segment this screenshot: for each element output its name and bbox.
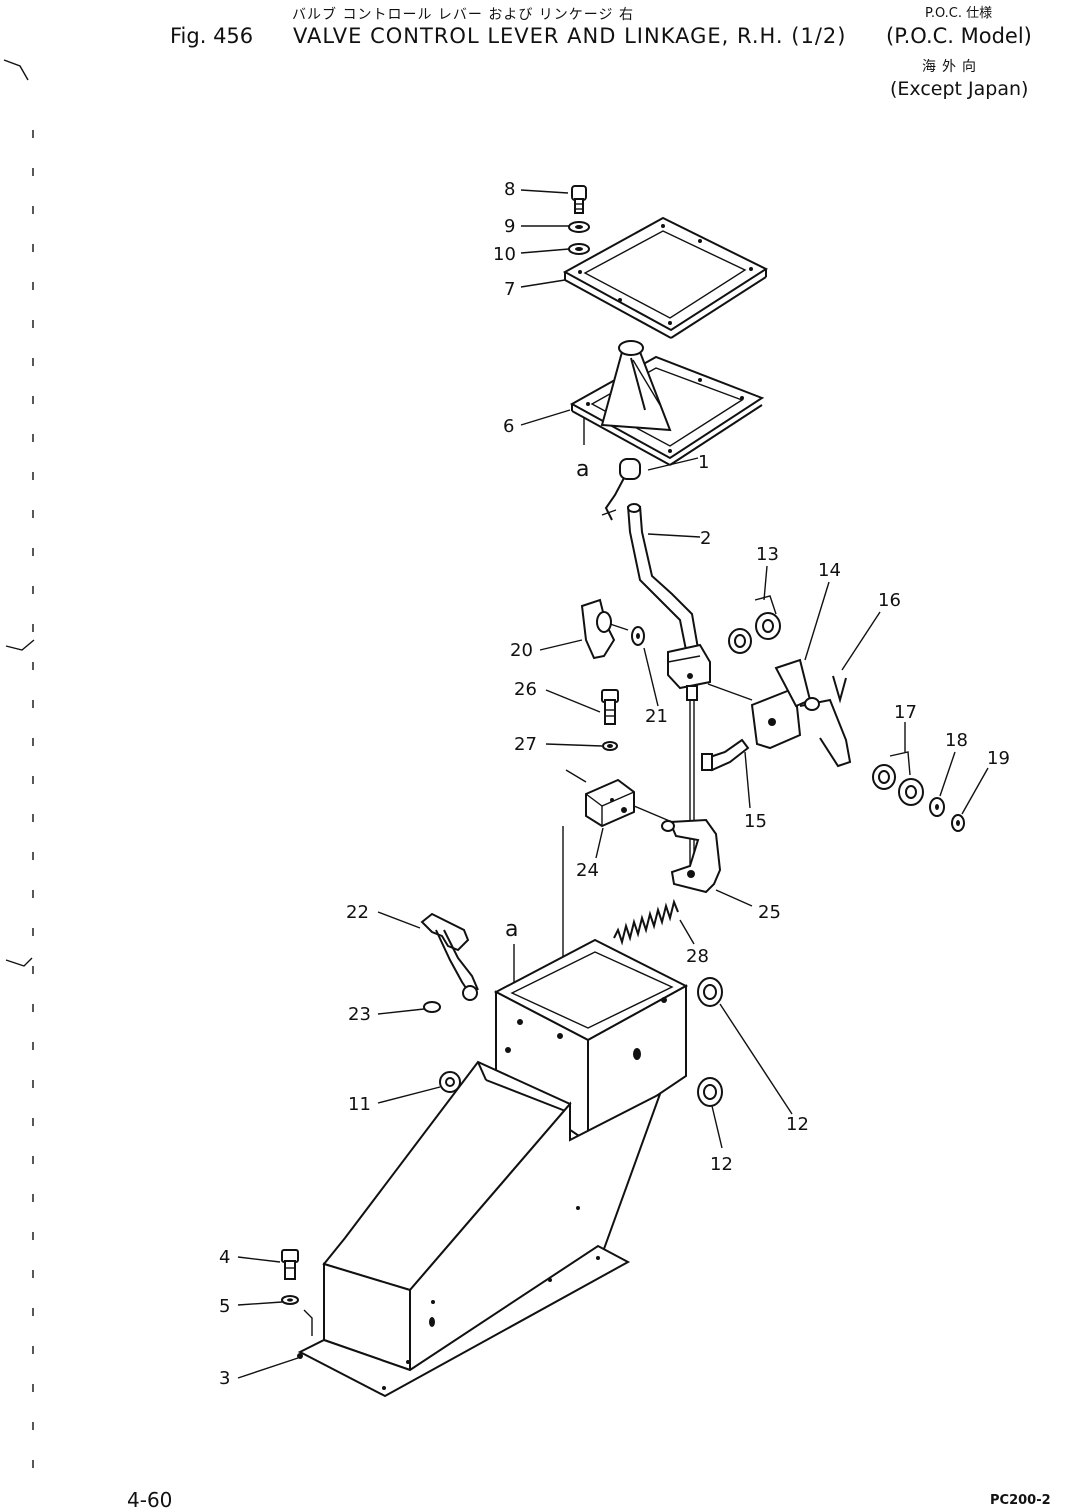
part-10-washer[interactable] — [568, 243, 590, 255]
model-code: PC200-2 — [990, 1493, 1051, 1508]
callout-5: 5 — [219, 1296, 230, 1317]
callout-23: 23 — [348, 1004, 371, 1025]
callout-13: 13 — [756, 544, 779, 565]
part-9-washer[interactable] — [568, 221, 590, 233]
part-20-rod-end[interactable] — [580, 598, 629, 660]
scan-edge-marks — [3, 59, 35, 1480]
callout-8: 8 — [504, 179, 515, 200]
ref-a-bottom: a — [505, 917, 518, 942]
callout-17: 17 — [894, 702, 917, 723]
callout-15: 15 — [744, 811, 767, 832]
part-28-spring[interactable] — [613, 898, 679, 946]
part-19-pin[interactable] — [951, 814, 965, 832]
callout-12-lower: 12 — [710, 1154, 733, 1175]
part-2-lever[interactable] — [627, 503, 711, 870]
leader-lines — [237, 189, 989, 1379]
part-27-washer[interactable] — [602, 741, 618, 751]
part-21-nut[interactable] — [631, 626, 645, 646]
callout-11: 11 — [348, 1094, 371, 1115]
callout-19: 19 — [987, 748, 1010, 769]
part-22-lever[interactable] — [420, 912, 479, 1001]
callout-4: 4 — [219, 1247, 230, 1268]
part-15-bolt[interactable] — [701, 738, 750, 772]
ref-a-top: a — [576, 457, 589, 482]
part-1-knob[interactable] — [601, 458, 641, 521]
callout-27: 27 — [514, 734, 537, 755]
part-25-lever-plate[interactable] — [661, 818, 722, 894]
callout-6: 6 — [503, 416, 514, 437]
part-5-washer[interactable] — [281, 1295, 313, 1336]
part-24-block[interactable] — [565, 769, 673, 828]
callout-3: 3 — [219, 1368, 230, 1389]
callout-9: 9 — [504, 216, 515, 237]
callout-26: 26 — [514, 679, 537, 700]
part-12-grommet-lower[interactable] — [697, 1077, 723, 1107]
poc-model-label: (P.O.C. Model) — [886, 24, 1032, 48]
part-3-console-housing[interactable] — [297, 938, 689, 1398]
callout-20: 20 — [510, 640, 533, 661]
part-6-boot-plate[interactable] — [569, 340, 765, 466]
callout-12-upper: 12 — [786, 1114, 809, 1135]
figure-number: Fig. 456 — [170, 24, 254, 48]
callout-10: 10 — [493, 244, 516, 265]
callout-24: 24 — [576, 860, 599, 881]
callout-2: 2 — [700, 528, 711, 549]
except-japan-label: (Except Japan) — [890, 78, 1029, 100]
callout-1: 1 — [698, 452, 709, 473]
part-16-pin[interactable] — [832, 675, 847, 704]
callout-25: 25 — [758, 902, 781, 923]
figure-title: VALVE CONTROL LEVER AND LINKAGE, R.H. (1… — [293, 24, 847, 48]
part-26-bolt[interactable] — [601, 689, 619, 725]
callout-28: 28 — [686, 946, 709, 967]
part-11-grommet[interactable] — [439, 1071, 461, 1093]
page-number: 4-60 — [127, 1488, 173, 1512]
callout-14: 14 — [818, 560, 841, 581]
part-14-bracket[interactable] — [707, 658, 852, 768]
callout-18: 18 — [945, 730, 968, 751]
part-7-cover-plate[interactable] — [562, 216, 769, 339]
callout-22: 22 — [346, 902, 369, 923]
callout-7: 7 — [504, 279, 515, 300]
part-17-bushing[interactable] — [872, 751, 924, 806]
japanese-title: バルブ コントロール レバー および リンケージ 右 — [292, 7, 634, 23]
part-12-grommet-upper[interactable] — [697, 977, 723, 1007]
part-23-pin[interactable] — [423, 1001, 441, 1013]
overseas-japanese: 海外向 — [922, 59, 982, 75]
part-8-bolt[interactable] — [571, 185, 587, 214]
callout-16: 16 — [878, 590, 901, 611]
part-13-bushing[interactable] — [728, 595, 781, 654]
callout-21: 21 — [645, 706, 668, 727]
poc-spec-japanese: P.O.C. 仕様 — [925, 6, 993, 21]
part-4-bolt[interactable] — [281, 1249, 299, 1280]
part-18-washer[interactable] — [929, 797, 945, 817]
